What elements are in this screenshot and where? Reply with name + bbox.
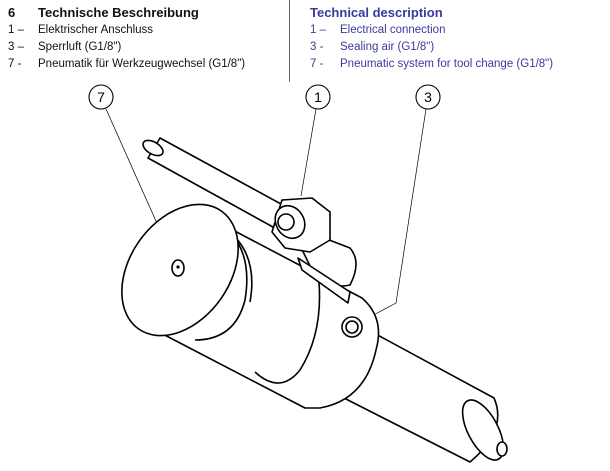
tail-tube bbox=[339, 331, 508, 463]
svg-text:1: 1 bbox=[314, 89, 322, 105]
port-3 bbox=[341, 316, 363, 338]
item-number: 1 – bbox=[310, 24, 326, 36]
callout-3: 3 bbox=[415, 84, 441, 110]
item-text: Sealing air (G1/8") bbox=[340, 41, 435, 53]
german-heading: 6 Technische Beschreibung bbox=[8, 4, 245, 21]
item-number: 3 – bbox=[8, 41, 24, 53]
german-item: 1 – Elektrischer Anschluss bbox=[8, 22, 245, 39]
english-item: 1 – Electrical connection bbox=[310, 22, 553, 39]
item-text: Elektrischer Anschluss bbox=[38, 24, 154, 36]
english-description: Technical description 1 – Electrical conn… bbox=[310, 4, 553, 73]
item-text: Sperrluft (G1/8") bbox=[38, 41, 122, 53]
section-number: 6 bbox=[8, 5, 16, 20]
german-description: 6 Technische Beschreibung 1 – Elektrischer… bbox=[8, 4, 245, 73]
svg-text:7: 7 bbox=[97, 89, 105, 105]
english-item: 3 - Sealing air (G1/8") bbox=[310, 39, 553, 56]
german-item: 3 – Sperrluft (G1/8") bbox=[8, 39, 245, 56]
item-text: Pneumatik für Werkzeugwechsel (G1/8") bbox=[38, 58, 246, 70]
svg-text:3: 3 bbox=[424, 89, 432, 105]
item-number: 7 - bbox=[310, 58, 324, 70]
cable-gland bbox=[142, 137, 357, 304]
item-text: Pneumatic system for tool change (G1/8") bbox=[340, 58, 554, 70]
item-number: 7 - bbox=[8, 58, 22, 70]
item-text: Electrical connection bbox=[340, 24, 446, 36]
german-title: Technische Beschreibung bbox=[38, 5, 199, 20]
english-item: 7 - Pneumatic system for tool change (G1/… bbox=[310, 56, 553, 73]
main-body bbox=[121, 203, 380, 409]
german-item: 7 - Pneumatik für Werkzeugwechsel (G1/8") bbox=[8, 56, 245, 73]
item-number: 3 - bbox=[310, 41, 324, 53]
column-divider bbox=[289, 0, 290, 82]
callout-1: 1 bbox=[305, 84, 331, 110]
item-number: 1 – bbox=[8, 24, 24, 36]
english-title: Technical description bbox=[310, 5, 443, 20]
end-pin bbox=[496, 441, 508, 457]
callout-7: 7 bbox=[88, 84, 114, 110]
